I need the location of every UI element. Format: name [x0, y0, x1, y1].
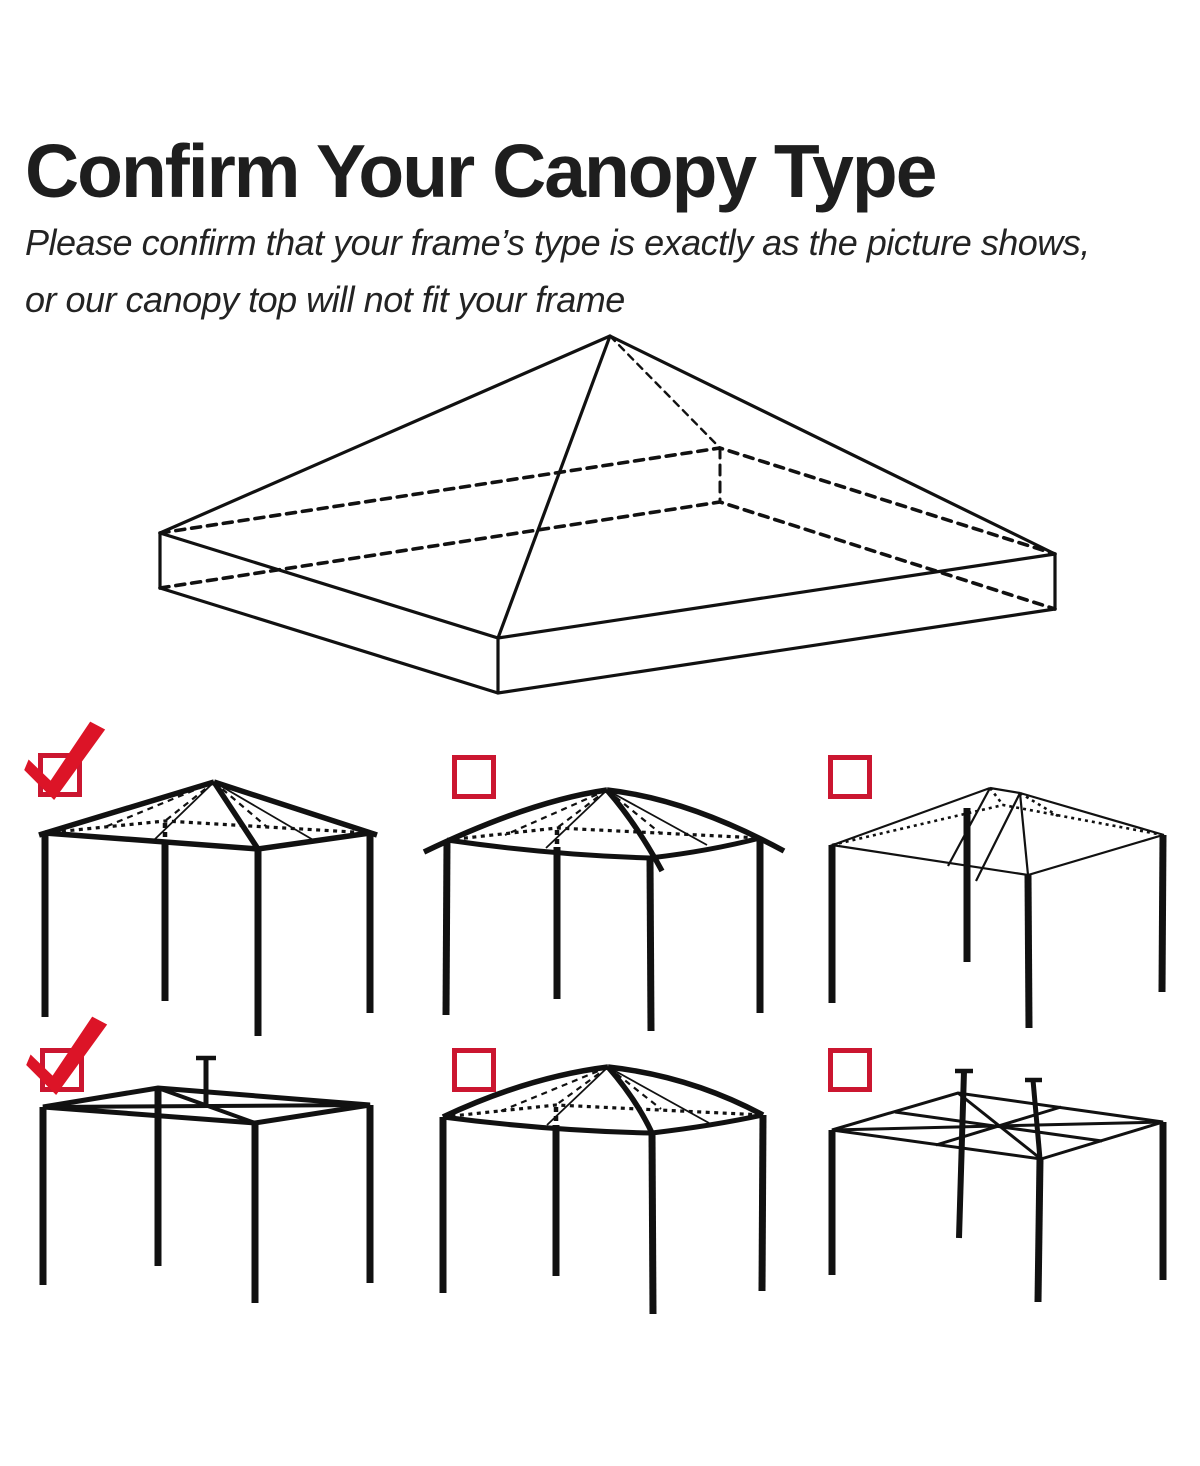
frame-option-3 — [800, 745, 1200, 1045]
frame-option-6-checkbox[interactable] — [828, 1048, 872, 1092]
frame-option-4 — [20, 1016, 410, 1345]
subtitle-line-1: Please confirm that your frame’s type is… — [25, 222, 1090, 263]
page-title: Confirm Your Canopy Type — [25, 129, 937, 213]
frame-option-1-drawing — [38, 779, 378, 1036]
frame-option-1 — [20, 721, 410, 1045]
frame-option-3-checkbox[interactable] — [828, 755, 872, 799]
canopy-top-drawing — [158, 334, 1057, 695]
frame-option-4-drawing — [39, 1055, 374, 1303]
frame-option-2-checkbox[interactable] — [452, 755, 496, 799]
checkmark-icon — [24, 721, 106, 800]
frame-option-5-checkbox[interactable] — [452, 1048, 496, 1092]
frame-option-5 — [410, 1035, 800, 1345]
frame-option-2-drawing — [422, 787, 786, 1032]
checkmark-icon — [26, 1016, 108, 1095]
page-subtitle: Please confirm that your frame’s type is… — [25, 214, 1090, 328]
frame-option-6 — [800, 1035, 1200, 1345]
subtitle-line-2: or our canopy top will not fit your fram… — [25, 279, 625, 320]
frame-option-5-drawing — [439, 1064, 767, 1315]
frame-option-2 — [410, 745, 800, 1045]
frame-option-6-drawing — [828, 1068, 1167, 1303]
frame-option-3-drawing — [828, 786, 1167, 1029]
